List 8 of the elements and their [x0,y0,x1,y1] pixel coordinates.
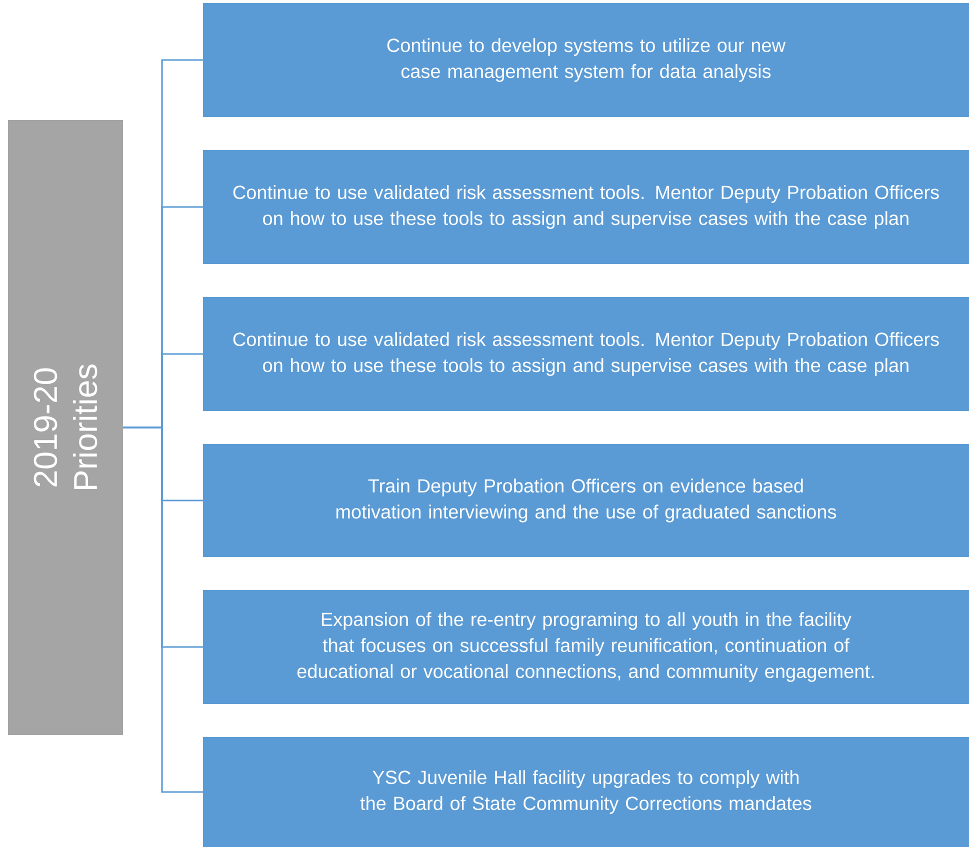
priority-box: Expansion of the re-entry programing to all youth in the facility that focuses on successful family reunification, continuation of educational or vocational connections, and community engagement. [203,590,969,704]
priority-box: Train Deputy Probation Officers on evidence based motivation interviewing and the use of graduated sanctions [203,444,969,557]
category-box: 2019-20 Priorities [8,120,123,735]
priority-box: Continue to develop systems to utilize our new case management system for data analysis [203,3,969,117]
priority-box: Continue to use validated risk assessment tools. Mentor Deputy Probation Officers on how to use these tools to assign and supervise cases with the case plan [203,150,969,264]
priority-box: YSC Juvenile Hall facility upgrades to comply with the Board of State Community Corrections mandates [203,737,969,847]
priority-box: Continue to use validated risk assessment tools. Mentor Deputy Probation Officers on how to use these tools to assign and supervise cases with the case plan [203,297,969,411]
connector-line [123,426,203,793]
